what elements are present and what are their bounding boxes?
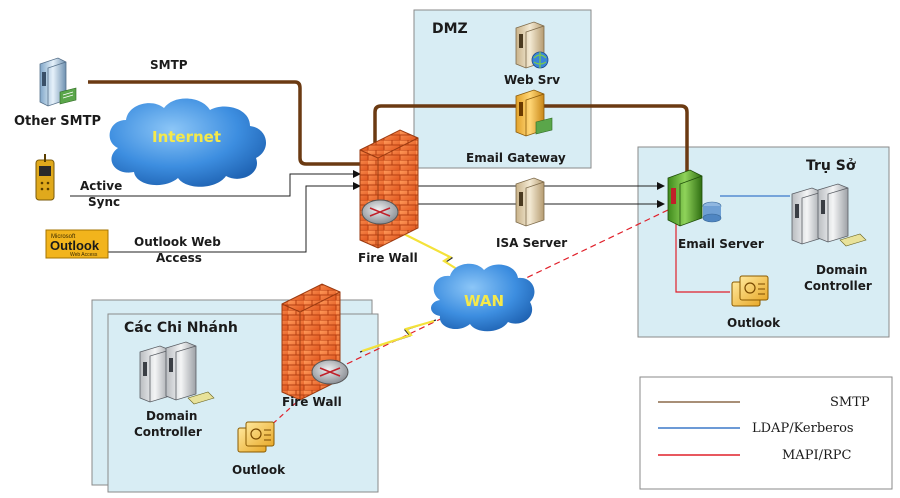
internet-label: Internet [152, 128, 221, 146]
active-sync-label-1: Active [80, 179, 122, 193]
firewall-main-icon [359, 129, 419, 249]
outlook-hq-label: Outlook [727, 316, 781, 330]
fire-wall-branch-label: Fire Wall [282, 395, 342, 409]
outlook-web-access-logo: Microsoft Outlook Web Access [45, 229, 109, 259]
email-server-label: Email Server [678, 237, 764, 251]
dmz-zone: DMZ [413, 9, 592, 169]
legend-smtp-label: SMTP [830, 395, 870, 410]
other-smtp-server-icon [39, 57, 77, 107]
dc-branch-label-1: Domain [146, 409, 197, 423]
svg-text:Microsoft: Microsoft [51, 234, 76, 240]
mobile-phone-icon [35, 154, 55, 201]
dc-branch-label-2: Controller [134, 425, 202, 439]
wan-label: WAN [464, 292, 504, 310]
internet-cloud: Internet [109, 98, 267, 187]
legend-mapi-label: MAPI/RPC [782, 448, 851, 463]
isa-server-icon [515, 177, 545, 227]
smtp-line-label: SMTP [150, 58, 188, 72]
firewall-branch-icon [281, 283, 349, 401]
svg-text:Outlook: Outlook [50, 238, 100, 253]
outlook-branch-label: Outlook [232, 463, 286, 477]
outlook-hq-icon [731, 275, 769, 307]
activesync-link [70, 170, 361, 197]
legend: SMTP LDAP/Kerberos MAPI/RPC [639, 376, 893, 490]
domain-controller-branch-icon [139, 341, 215, 405]
domain-controller-hq-icon [791, 183, 867, 247]
outlook-web-label-2: Access [156, 251, 202, 265]
dc-hq-label-1: Domain [816, 263, 867, 277]
dmz-label: DMZ [432, 21, 468, 37]
web-srv-label: Web Srv [504, 73, 560, 87]
fire-wall-main-label: Fire Wall [358, 251, 418, 265]
wan-cloud: WAN [431, 263, 535, 332]
other-smtp-label: Other SMTP [14, 114, 101, 129]
chi-nhanh-label: Các Chi Nhánh [124, 320, 238, 336]
web-server-icon [515, 21, 549, 69]
active-sync-label-2: Sync [88, 195, 120, 209]
outlook-web-label-1: Outlook Web [134, 235, 221, 249]
owa-link [82, 182, 361, 253]
isa-server-label: ISA Server [496, 236, 567, 250]
outlook-branch-icon [237, 421, 275, 453]
email-gateway-label: Email Gateway [466, 151, 566, 165]
email-server-icon [667, 169, 722, 227]
smtp-link-other [88, 80, 360, 166]
mapi-wan-link [329, 209, 669, 373]
mapi-hq-outlook-link [675, 216, 730, 293]
tru-so-label: Trụ Sở [806, 158, 856, 174]
svg-text:Web Access: Web Access [70, 252, 98, 258]
email-gateway-icon [515, 89, 553, 137]
legend-ldap-label: LDAP/Kerberos [752, 421, 854, 436]
dc-hq-label-2: Controller [804, 279, 872, 293]
